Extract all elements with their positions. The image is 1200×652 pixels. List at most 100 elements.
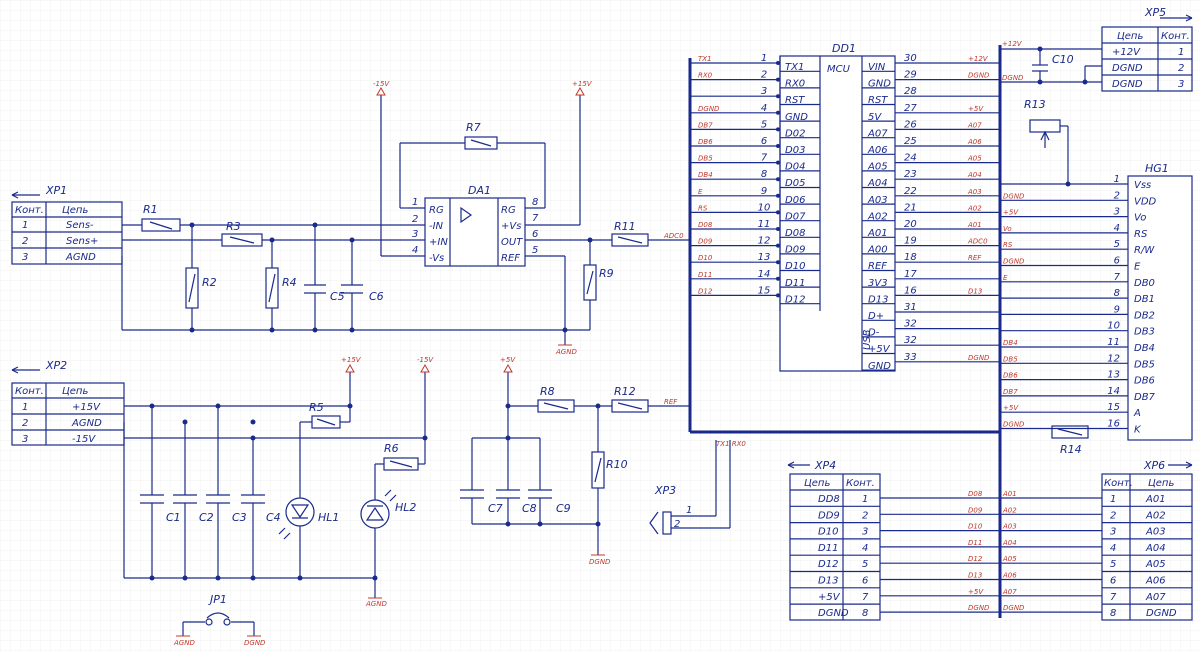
r10-label: R10 — [606, 458, 628, 471]
dd1-left-net: RX0 — [698, 72, 713, 80]
capacitor-c8[interactable]: C8 — [496, 489, 537, 515]
xp2-net-3: -15V — [72, 434, 96, 445]
capacitor-c10[interactable]: C10 +12V DGND — [1000, 40, 1102, 85]
resistor-r12[interactable]: R12 — [611, 385, 649, 413]
dd1-right-pin-num: 16 — [904, 285, 917, 296]
capacitor-c4[interactable]: C4 — [241, 494, 281, 524]
xp4-header-net: Цепь — [804, 478, 830, 489]
resistor-r11[interactable]: R11 ADC0 — [611, 220, 690, 247]
resistor-r2[interactable]: R2 — [185, 267, 217, 309]
resistor-r5[interactable]: R5 — [309, 401, 341, 429]
resistor-r10[interactable]: R10 — [591, 451, 628, 489]
dd1-usb: USB — [862, 329, 873, 350]
hg1-pin-num: 16 — [1107, 419, 1120, 430]
connector-xp2[interactable]: XP2 Конт. Цепь 1 +15V 2 AGND 3 -15V — [11, 359, 125, 446]
connector-xp1[interactable]: XP1 Конт. Цепь 1 Sens- 2 Sens+ 3 AGND — [11, 184, 123, 265]
dd1-left-pin-num: 3 — [761, 86, 767, 97]
da1-pin4-num: 4 — [412, 245, 418, 256]
dd1-ref: DD1 — [832, 42, 856, 55]
dd1-right-net: +12V — [968, 55, 989, 63]
c1-label: C1 — [166, 511, 181, 524]
jp1-label: JP1 — [208, 593, 227, 606]
mcu-dd1[interactable]: DD1 MCU USB 1TX12RX03RST4GND5D026D037D04… — [758, 42, 918, 372]
connector-xp5[interactable]: XP5 Цепь Конт. +12V 1 DGND 2 DGND 3 — [1101, 6, 1193, 92]
resistor-r3[interactable]: R3 — [221, 220, 263, 247]
r2-label: R2 — [202, 276, 217, 289]
dd1-left-net: D11 — [698, 271, 712, 279]
resistor-r9[interactable]: R9 — [583, 264, 614, 301]
capacitor-c2[interactable]: C2 — [173, 494, 214, 524]
xp1-net-3: AGND — [65, 252, 96, 263]
led-hl2[interactable]: HL2 — [360, 489, 416, 529]
hg1-pin-name: E — [1134, 262, 1141, 273]
p15-low-label: +15V — [341, 356, 362, 364]
r4-label: R4 — [282, 276, 297, 289]
capacitor-c6[interactable]: C6 — [341, 284, 384, 303]
dd1-left-pin-dot — [776, 94, 780, 99]
dd1-left-pin-dot — [776, 127, 780, 132]
dd1-left-pin-name: TX1 — [785, 62, 804, 73]
dd1-left-pin-num: 8 — [761, 169, 767, 180]
capacitor-c9[interactable]: C9 — [528, 489, 571, 515]
dd1-left-net: E — [698, 188, 703, 196]
ref-net-label: REF — [664, 398, 678, 406]
connector-xp3[interactable]: XP3 1 2 TX1 RX0 — [649, 440, 746, 535]
jp1-dgnd-label: DGND — [244, 639, 266, 647]
xp5-net-2: DGND — [1112, 63, 1143, 74]
hg1-pin-num: 3 — [1114, 207, 1120, 218]
dd1-left-pin-name: D11 — [785, 278, 805, 289]
c8-label: C8 — [522, 502, 537, 515]
c9-label: C9 — [556, 502, 571, 515]
xp4-pin: 2 — [862, 510, 868, 521]
xp6-net: A04 — [1145, 543, 1166, 554]
hg1-pin-num: 7 — [1114, 272, 1121, 283]
xp1-net-1: Sens- — [66, 220, 94, 231]
rg-loop-wires — [380, 95, 593, 345]
dd1-left-pin-name: D12 — [785, 294, 805, 305]
resistor-r8[interactable]: R8 — [537, 385, 575, 413]
dd1-right-pin-name: A03 — [867, 195, 888, 206]
c7-label: C7 — [488, 502, 503, 515]
hg1-net: DB7 — [1003, 388, 1018, 396]
xp2-net-1: +15V — [72, 402, 101, 413]
hg1-net: DGND — [1003, 192, 1025, 200]
xp3-pin2: 2 — [674, 519, 680, 530]
dd1-left-net: D08 — [698, 221, 713, 229]
lcd-hg1[interactable]: HG1 1Vss2VDDDGND3Vo+5V4RSVo5R/WRS6EDGND7… — [1000, 162, 1193, 441]
agnd-top-label: AGND — [555, 348, 577, 356]
capacitor-c1[interactable]: C1 — [140, 494, 181, 524]
resistor-r4[interactable]: R4 — [265, 267, 297, 309]
resistor-r1[interactable]: R1 — [141, 203, 181, 232]
potentiometer-r13[interactable]: R13 — [1024, 98, 1071, 187]
opamp-da1[interactable]: DA1 1 2 3 4 RG -IN +IN -Vs RG +Vs OUT RE… — [408, 184, 612, 267]
dd1-right-pin-num: 21 — [904, 202, 917, 213]
da1-pin5-name: REF — [501, 253, 520, 264]
xp4-net: DGND — [818, 608, 849, 619]
dd1-type: MCU — [827, 64, 851, 75]
hg1-pin-name: DB3 — [1134, 327, 1155, 338]
hg1-pin-num: 12 — [1107, 353, 1120, 364]
xp5-net-1: +12V — [1112, 47, 1141, 58]
dd1-left-pin-name: D02 — [785, 128, 805, 139]
jumper-jp1[interactable]: JP1 AGND DGND — [173, 593, 266, 647]
dd1-left-net: DGND — [698, 105, 720, 113]
xp6-header-net: Цепь — [1148, 478, 1174, 489]
resistor-r6[interactable]: R6 — [383, 442, 419, 471]
hg1-pin-name: R/W — [1134, 245, 1155, 256]
dd1-right-pin-name: A02 — [867, 211, 888, 222]
led-hl1[interactable]: HL1 — [278, 497, 339, 540]
dd1-right-net: D13 — [968, 287, 982, 295]
hg1-pin-name: A — [1133, 408, 1141, 419]
da1-pin4-name: -Vs — [429, 253, 444, 264]
capacitor-c3[interactable]: C3 — [206, 494, 247, 524]
xp4-header-pin: Конт. — [846, 478, 875, 489]
da1-pin2-name: -IN — [429, 221, 444, 232]
resistor-r7[interactable]: R7 — [464, 121, 498, 150]
dd1-left-pin-num: 13 — [758, 252, 771, 263]
xp4-net: DD8 — [818, 494, 840, 505]
power-supply-wires — [123, 372, 428, 598]
capacitor-c7[interactable]: C7 — [460, 489, 503, 515]
hg1-pin-group: 1Vss2VDDDGND3Vo+5V4RSVo5R/WRS6EDGND7DB0E… — [1000, 174, 1157, 436]
